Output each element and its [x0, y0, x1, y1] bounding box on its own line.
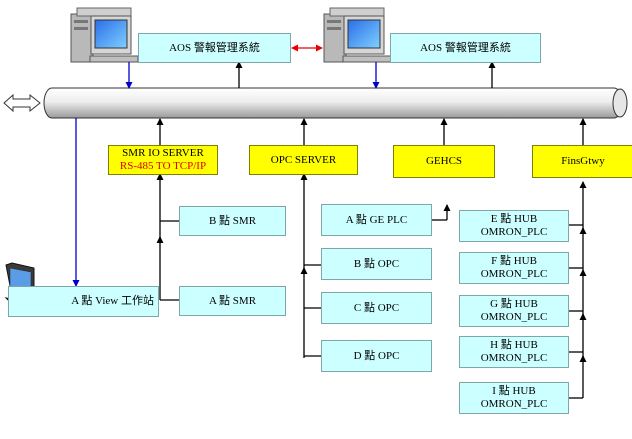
hub-node-f-title: F 點 HUB [491, 255, 537, 267]
smr-node-b-label: B 點 SMR [208, 214, 257, 227]
hub-node-f-plc: OMRON_PLC [480, 268, 548, 280]
hub-node-i: I 點 HUB OMRON_PLC [459, 382, 569, 414]
hub-node-e: E 點 HUB OMRON_PLC [459, 210, 569, 242]
opc-node-c: C 點 OPC [321, 292, 432, 324]
smr-io-server: SMR IO SERVER RS-485 TO TCP/IP [108, 145, 218, 175]
desktop-computer-icon [323, 7, 392, 63]
hub-node-h: H 點 HUB OMRON_PLC [459, 336, 569, 368]
opc-node-b: B 點 OPC [321, 248, 432, 280]
desktop-computer-icon [70, 7, 139, 63]
hub-node-e-plc: OMRON_PLC [480, 226, 548, 238]
view-workstation-label: A 點 View 工作站 [71, 295, 154, 307]
smr-node-a: A 點 SMR [179, 286, 286, 316]
hub-node-f: F 點 HUB OMRON_PLC [459, 252, 569, 284]
finsgtwy-server: FinsGtwy [532, 145, 632, 178]
finsgtwy-label: FinsGtwy [561, 155, 605, 167]
view-workstation: A 點 View 工作站 [8, 286, 159, 317]
aos-system-left: AOS 警報管理系統 [138, 33, 291, 63]
smr-io-server-protocol: RS-485 TO TCP/IP [119, 160, 207, 172]
gehcs-label: GEHCS [425, 155, 463, 167]
smr-node-b: B 點 SMR [179, 206, 286, 236]
opc-node-d-label: D 點 OPC [353, 349, 400, 362]
aos-system-right: AOS 警報管理系統 [390, 33, 541, 63]
opc-node-d: D 點 OPC [321, 340, 432, 372]
bidirectional-arrow-icon [3, 93, 41, 113]
smr-io-server-title: SMR IO SERVER [122, 147, 204, 159]
aos-system-left-label: AOS 警報管理系統 [169, 41, 260, 54]
hub-node-g-title: G 點 HUB [490, 298, 538, 310]
opc-node-c-label: C 點 OPC [353, 301, 400, 314]
hub-node-i-title: I 點 HUB [492, 385, 536, 397]
hub-node-e-title: E 點 HUB [490, 213, 538, 225]
network-backbone-pipe [43, 87, 628, 119]
hub-node-h-title: H 點 HUB [490, 339, 538, 351]
ge-plc-node: A 點 GE PLC [321, 204, 432, 236]
hub-node-i-plc: OMRON_PLC [480, 398, 548, 410]
aos-system-right-label: AOS 警報管理系統 [420, 41, 511, 54]
opc-server: OPC SERVER [249, 145, 358, 175]
gehcs-server: GEHCS [393, 145, 495, 178]
ge-plc-label: A 點 GE PLC [345, 213, 408, 226]
hub-node-g-plc: OMRON_PLC [480, 311, 548, 323]
hub-node-h-plc: OMRON_PLC [480, 352, 548, 364]
opc-server-label: OPC SERVER [270, 153, 337, 166]
hub-node-g: G 點 HUB OMRON_PLC [459, 295, 569, 327]
smr-node-a-label: A 點 SMR [208, 294, 257, 307]
opc-node-b-label: B 點 OPC [353, 257, 400, 270]
